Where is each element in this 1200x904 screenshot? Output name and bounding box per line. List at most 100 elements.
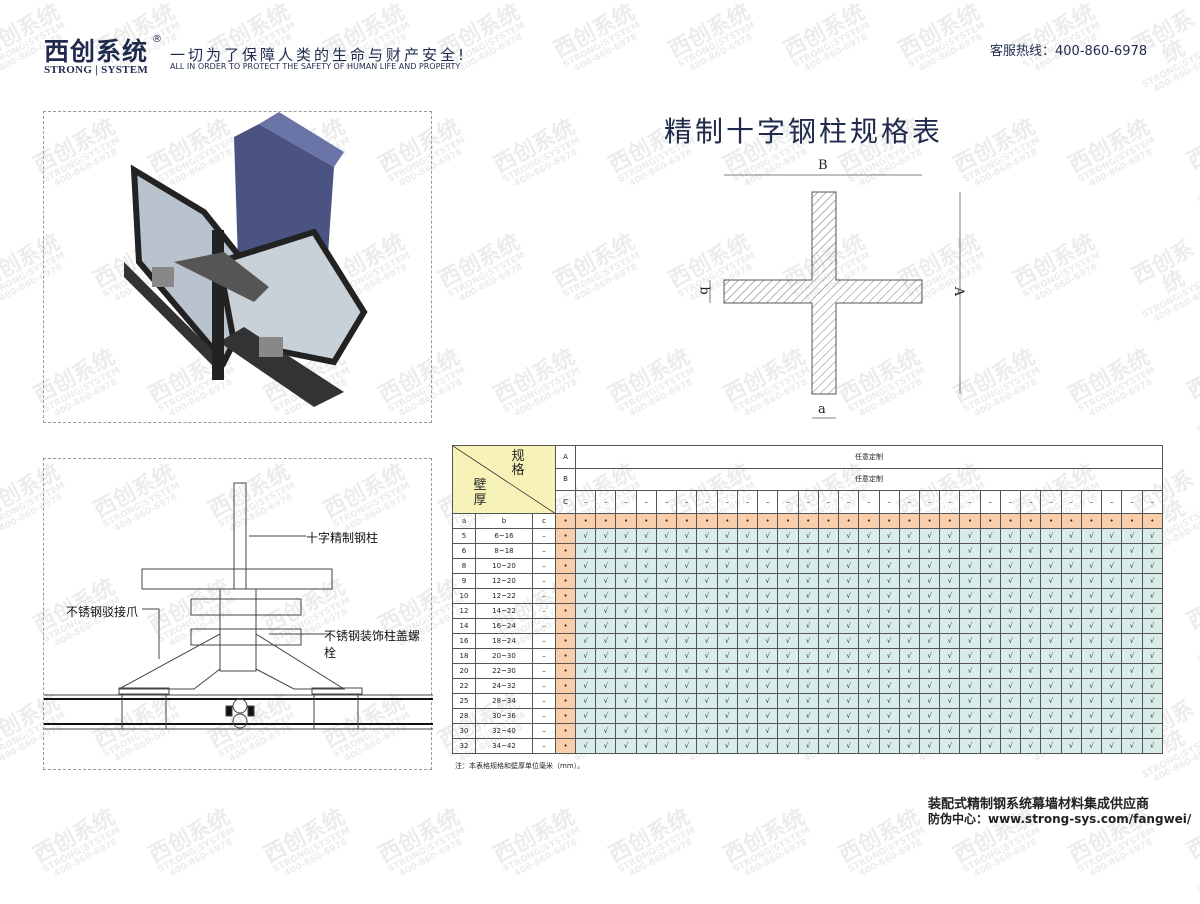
- check-cell: √: [676, 602, 698, 619]
- check-cell: √: [1020, 737, 1042, 754]
- check-cell: √: [615, 557, 637, 574]
- check-cell: √: [595, 692, 617, 709]
- check-cell: √: [1060, 722, 1082, 739]
- marker-cell: •: [838, 512, 860, 529]
- check-cell: √: [1020, 587, 1042, 604]
- check-cell: √: [959, 737, 981, 754]
- check-cell: √: [676, 527, 698, 544]
- check-cell: √: [878, 602, 900, 619]
- check-cell: √: [1040, 677, 1062, 694]
- check-cell: √: [595, 647, 617, 664]
- check-cell: √: [999, 602, 1022, 619]
- check-cell: √: [635, 542, 657, 559]
- check-cell: √: [655, 527, 678, 544]
- c-cell: –: [757, 490, 779, 514]
- cell-b: 28~34: [475, 692, 533, 709]
- check-cell: √: [757, 737, 779, 754]
- check-cell: √: [817, 677, 840, 694]
- check-cell: √: [1080, 647, 1103, 664]
- col-header-c: c: [531, 512, 557, 529]
- check-cell: √: [1060, 692, 1082, 709]
- check-cell: √: [1141, 692, 1164, 709]
- c-cell: –: [797, 490, 819, 514]
- check-cell: √: [615, 692, 637, 709]
- check-cell: √: [1141, 647, 1164, 664]
- check-cell: √: [777, 527, 799, 544]
- check-cell: √: [1080, 587, 1103, 604]
- check-cell: √: [716, 632, 738, 649]
- check-cell: √: [575, 527, 597, 544]
- dim-label-A: A: [951, 286, 967, 297]
- check-cell: √: [1121, 572, 1143, 589]
- check-cell: √: [615, 662, 637, 679]
- check-cell: √: [817, 737, 840, 754]
- cell-c: –: [531, 557, 557, 574]
- check-cell: √: [918, 602, 941, 619]
- check-cell: √: [1121, 602, 1143, 619]
- check-cell: √: [615, 737, 637, 754]
- check-cell: √: [757, 602, 779, 619]
- cell-c: –: [531, 692, 557, 709]
- check-cell: √: [979, 662, 1001, 679]
- check-cell: √: [736, 602, 759, 619]
- cell-c: –: [531, 602, 557, 619]
- check-cell: √: [1080, 572, 1103, 589]
- check-cell: √: [595, 722, 617, 739]
- check-cell: √: [918, 527, 941, 544]
- check-cell: √: [797, 542, 819, 559]
- cell-b: 6~16: [475, 527, 533, 544]
- marker-cell: •: [898, 512, 921, 529]
- marker-cell: •: [555, 542, 577, 559]
- check-cell: √: [736, 662, 759, 679]
- check-cell: √: [716, 572, 738, 589]
- check-cell: √: [858, 632, 880, 649]
- check-cell: √: [595, 542, 617, 559]
- check-cell: √: [736, 677, 759, 694]
- check-cell: √: [898, 527, 921, 544]
- cell-b: 12~20: [475, 572, 533, 589]
- check-cell: √: [696, 722, 718, 739]
- check-cell: √: [1121, 647, 1143, 664]
- c-cell: –: [898, 490, 921, 514]
- c-cell: –: [858, 490, 880, 514]
- footer-anticounterfeit-link[interactable]: 防伪中心：www.strong-sys.com/fangwei/: [928, 812, 1192, 826]
- cell-a: 14: [452, 617, 476, 634]
- check-cell: √: [918, 572, 941, 589]
- c-cell: –: [655, 490, 678, 514]
- check-cell: √: [817, 542, 840, 559]
- check-cell: √: [1020, 662, 1042, 679]
- check-cell: √: [918, 587, 941, 604]
- marker-cell: •: [595, 512, 617, 529]
- check-cell: √: [939, 722, 961, 739]
- c-cell: –: [676, 490, 698, 514]
- check-cell: √: [999, 707, 1022, 724]
- c-cell: –: [1020, 490, 1042, 514]
- check-cell: √: [858, 677, 880, 694]
- cell-b: 20~30: [475, 647, 533, 664]
- cell-b: 34~42: [475, 737, 533, 754]
- corner-spec-label: 规格: [511, 449, 525, 478]
- check-cell: √: [696, 617, 718, 634]
- c-cell: –: [716, 490, 738, 514]
- check-cell: √: [1040, 692, 1062, 709]
- check-cell: √: [635, 662, 657, 679]
- marker-cell: •: [555, 557, 577, 574]
- check-cell: √: [655, 557, 678, 574]
- check-cell: √: [999, 632, 1022, 649]
- check-cell: √: [757, 542, 779, 559]
- check-cell: √: [979, 722, 1001, 739]
- check-cell: √: [939, 662, 961, 679]
- marker-cell: •: [918, 512, 941, 529]
